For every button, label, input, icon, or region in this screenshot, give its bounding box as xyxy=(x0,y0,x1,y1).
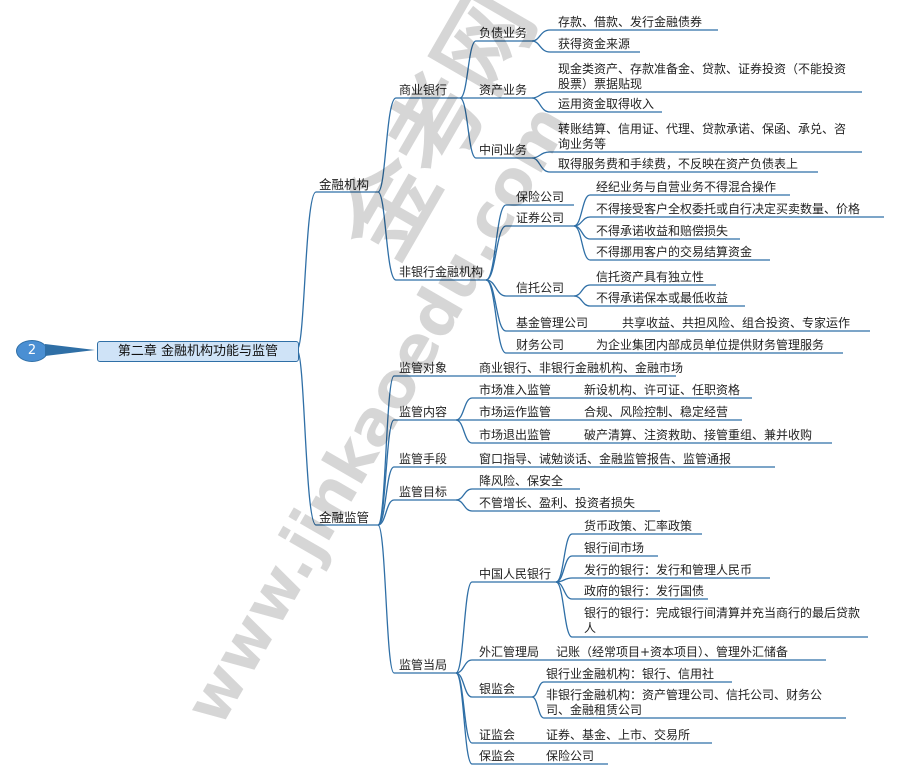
leaf-fund-1: 共享收益、共担风险、组合投资、专家运作 xyxy=(622,316,851,330)
node-asset-business: 资产业务 xyxy=(479,83,528,97)
leaf-regulatory-means: 窗口指导、诫勉谈话、金融监管报告、监管通报 xyxy=(479,452,732,466)
node-securities-company: 证券公司 xyxy=(516,211,565,225)
leaf-securities-1: 经纪业务与自营业务不得混合操作 xyxy=(596,180,777,194)
node-regulatory-means: 监管手段 xyxy=(399,452,448,466)
leaf-circ: 保险公司 xyxy=(546,749,595,763)
leaf-goal-2: 不管增长、盈利、投资者损失 xyxy=(479,496,636,510)
leaf-securities-4: 不得挪用客户的交易结算资金 xyxy=(596,245,753,259)
node-regulatory-content: 监管内容 xyxy=(399,405,448,419)
leaf-middle-1: 转账结算、信用证、代理、贷款承诺、保函、承兑、咨询业务等 xyxy=(558,122,847,151)
node-insurance-company: 保险公司 xyxy=(516,190,565,204)
leaf-middle-2: 取得服务费和手续费，不反映在资产负债表上 xyxy=(558,157,799,171)
node-commercial-bank: 商业银行 xyxy=(399,83,448,97)
node-regulatory-object: 监管对象 xyxy=(399,361,448,375)
node-csrc: 证监会 xyxy=(479,728,516,742)
leaf-liability-2: 获得资金来源 xyxy=(558,37,631,51)
leaf-regulatory-object: 商业银行、非银行金融机构、金融市场 xyxy=(479,361,684,375)
node-circ: 保监会 xyxy=(479,749,516,763)
leaf-pboc-3: 发行的银行：发行和管理人民币 xyxy=(584,563,753,577)
leaf-trust-2: 不得承诺保本或最低收益 xyxy=(596,291,729,305)
leaf-asset-1: 现金类资产、存款准备金、贷款、证券投资（不能投资股票）票据贴现 xyxy=(558,62,847,91)
node-regulatory-goal: 监管目标 xyxy=(399,485,448,499)
leaf-liability-1: 存款、借款、发行金融债券 xyxy=(558,15,703,29)
leaf-pboc-4: 政府的银行：发行国债 xyxy=(584,584,705,598)
node-safe: 外汇管理局 xyxy=(479,645,540,659)
leaf-safe: 记账（经常项目+资本项目）、管理外汇储备 xyxy=(556,645,789,659)
node-liability-business: 负债业务 xyxy=(479,26,528,40)
leaf-cbrc-1: 银行业金融机构：银行、信用社 xyxy=(546,667,715,681)
node-fund-company: 基金管理公司 xyxy=(516,316,589,330)
leaf-securities-2: 不得接受客户全权委托或自行决定买卖数量、价格 xyxy=(596,202,861,216)
node-nonbank-institutions: 非银行金融机构 xyxy=(399,265,484,279)
leaf-market-exit: 破产清算、注资救助、接管重组、兼并收购 xyxy=(584,428,813,442)
leaf-market-operation: 合规、风险控制、稳定经营 xyxy=(584,405,729,419)
node-trust-company: 信托公司 xyxy=(516,281,565,295)
node-financial-institutions: 金融机构 xyxy=(319,177,370,192)
node-market-entry: 市场准入监管 xyxy=(479,383,552,397)
leaf-trust-1: 信托资产具有独立性 xyxy=(596,270,705,284)
node-middle-business: 中间业务 xyxy=(479,143,528,157)
leaf-finance-1: 为企业集团内部成员单位提供财务管理服务 xyxy=(596,338,825,352)
leaf-pboc-1: 货币政策、汇率政策 xyxy=(584,519,693,533)
leaf-securities-3: 不得承诺收益和赔偿损失 xyxy=(596,224,729,238)
chapter-badge: 2 xyxy=(16,340,48,362)
leaf-pboc-5: 银行的银行：完成银行间清算并充当商行的最后贷款人 xyxy=(584,606,861,635)
root-arrow xyxy=(45,344,95,356)
node-financial-regulation: 金融监管 xyxy=(319,510,370,525)
node-regulatory-authority: 监管当局 xyxy=(399,658,448,672)
node-pboc: 中国人民银行 xyxy=(479,567,552,581)
leaf-cbrc-2: 非银行金融机构：资产管理公司、信托公司、财务公司、金融租赁公司 xyxy=(546,688,823,717)
leaf-market-entry: 新设机构、许可证、任职资格 xyxy=(584,383,741,397)
leaf-csrc: 证券、基金、上市、交易所 xyxy=(546,728,691,742)
leaf-asset-2: 运用资金取得收入 xyxy=(558,97,655,111)
leaf-goal-1: 降风险、保安全 xyxy=(479,474,564,488)
node-finance-company: 财务公司 xyxy=(516,338,565,352)
root-node: 第二章 金融机构功能与监管 xyxy=(97,341,299,362)
node-market-exit: 市场退出监管 xyxy=(479,428,552,442)
node-cbrc: 银监会 xyxy=(479,682,516,696)
node-market-operation: 市场运作监管 xyxy=(479,405,552,419)
leaf-pboc-2: 银行间市场 xyxy=(584,541,645,555)
